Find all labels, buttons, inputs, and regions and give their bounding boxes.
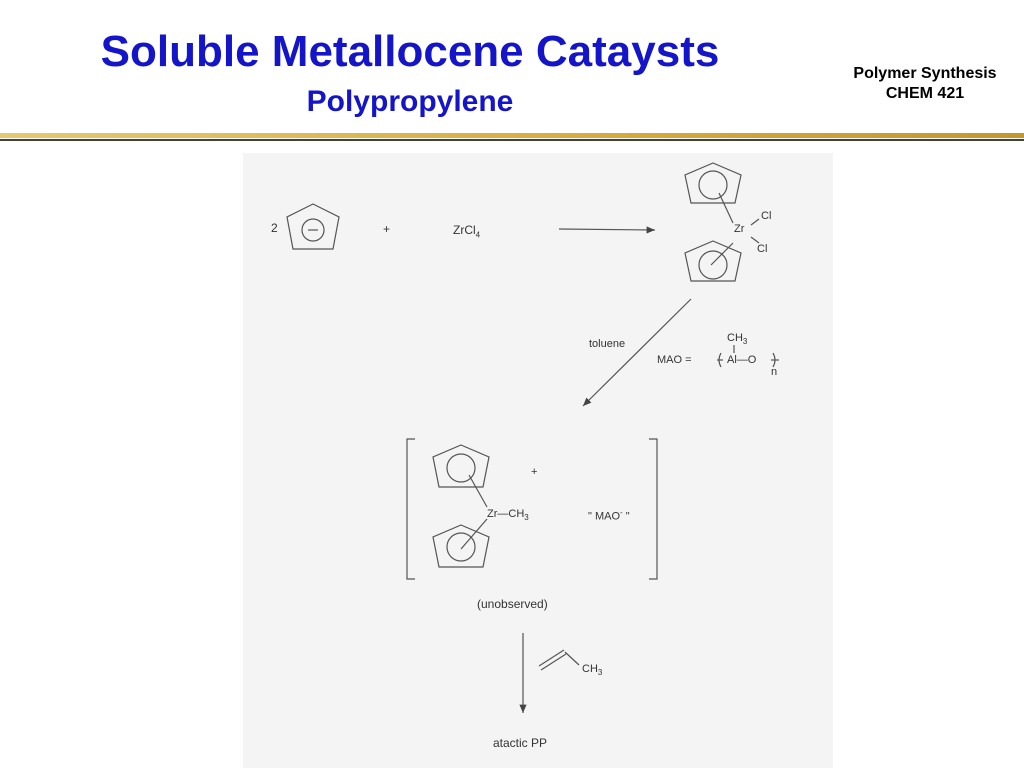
mao-structure xyxy=(717,345,779,368)
propylene xyxy=(538,649,580,671)
header-rule-gold xyxy=(0,133,1024,138)
solvent-label: toluene xyxy=(589,338,626,350)
zrcl4-label: ZrCl4 xyxy=(453,223,481,240)
reaction-arrow-2 xyxy=(582,298,692,407)
mao-anion-label: " MAO- " xyxy=(588,508,630,523)
unobserved-label: (unobserved) xyxy=(477,597,548,611)
reaction-arrow-1 xyxy=(558,226,656,234)
cp-anion-ring xyxy=(286,203,340,250)
bracket-right xyxy=(649,438,658,580)
cl-bottom-label: Cl xyxy=(757,243,768,255)
stoich-coefficient: 2 xyxy=(271,221,278,235)
plus-sign: + xyxy=(383,222,391,236)
slide-title: Soluble Metallocene Cataysts xyxy=(100,27,720,76)
mao-chain-label: Al—O xyxy=(727,354,757,366)
header-rule-dark xyxy=(0,139,1024,141)
course-code: CHEM 421 xyxy=(885,85,965,102)
zr-methyl-label: Zr—CH3 xyxy=(487,508,529,523)
reaction-scheme: 2 + ZrCl4 Zr Cl Cl toluene MAO = CH3 Al—… xyxy=(243,153,833,768)
zirconocene-dichloride xyxy=(684,162,760,282)
slide-subtitle: Polypropylene xyxy=(306,85,514,118)
course-name: Polymer Synthesis xyxy=(853,65,997,82)
zr-label: Zr xyxy=(734,223,745,235)
scheme-drawing xyxy=(286,162,779,713)
propylene-methyl-label: CH3 xyxy=(582,663,603,678)
course-info: Polymer Synthesis CHEM 421 xyxy=(826,64,1024,104)
cation-charge-label: + xyxy=(531,466,538,478)
bracket-left xyxy=(406,438,415,580)
zirconocene-cation xyxy=(432,444,490,568)
mao-equals-label: MAO = xyxy=(657,354,692,366)
cl-top-label: Cl xyxy=(761,210,772,222)
mao-n-label: n xyxy=(771,366,778,378)
product-label: atactic PP xyxy=(493,736,548,750)
mao-methyl-label: CH3 xyxy=(727,332,748,347)
